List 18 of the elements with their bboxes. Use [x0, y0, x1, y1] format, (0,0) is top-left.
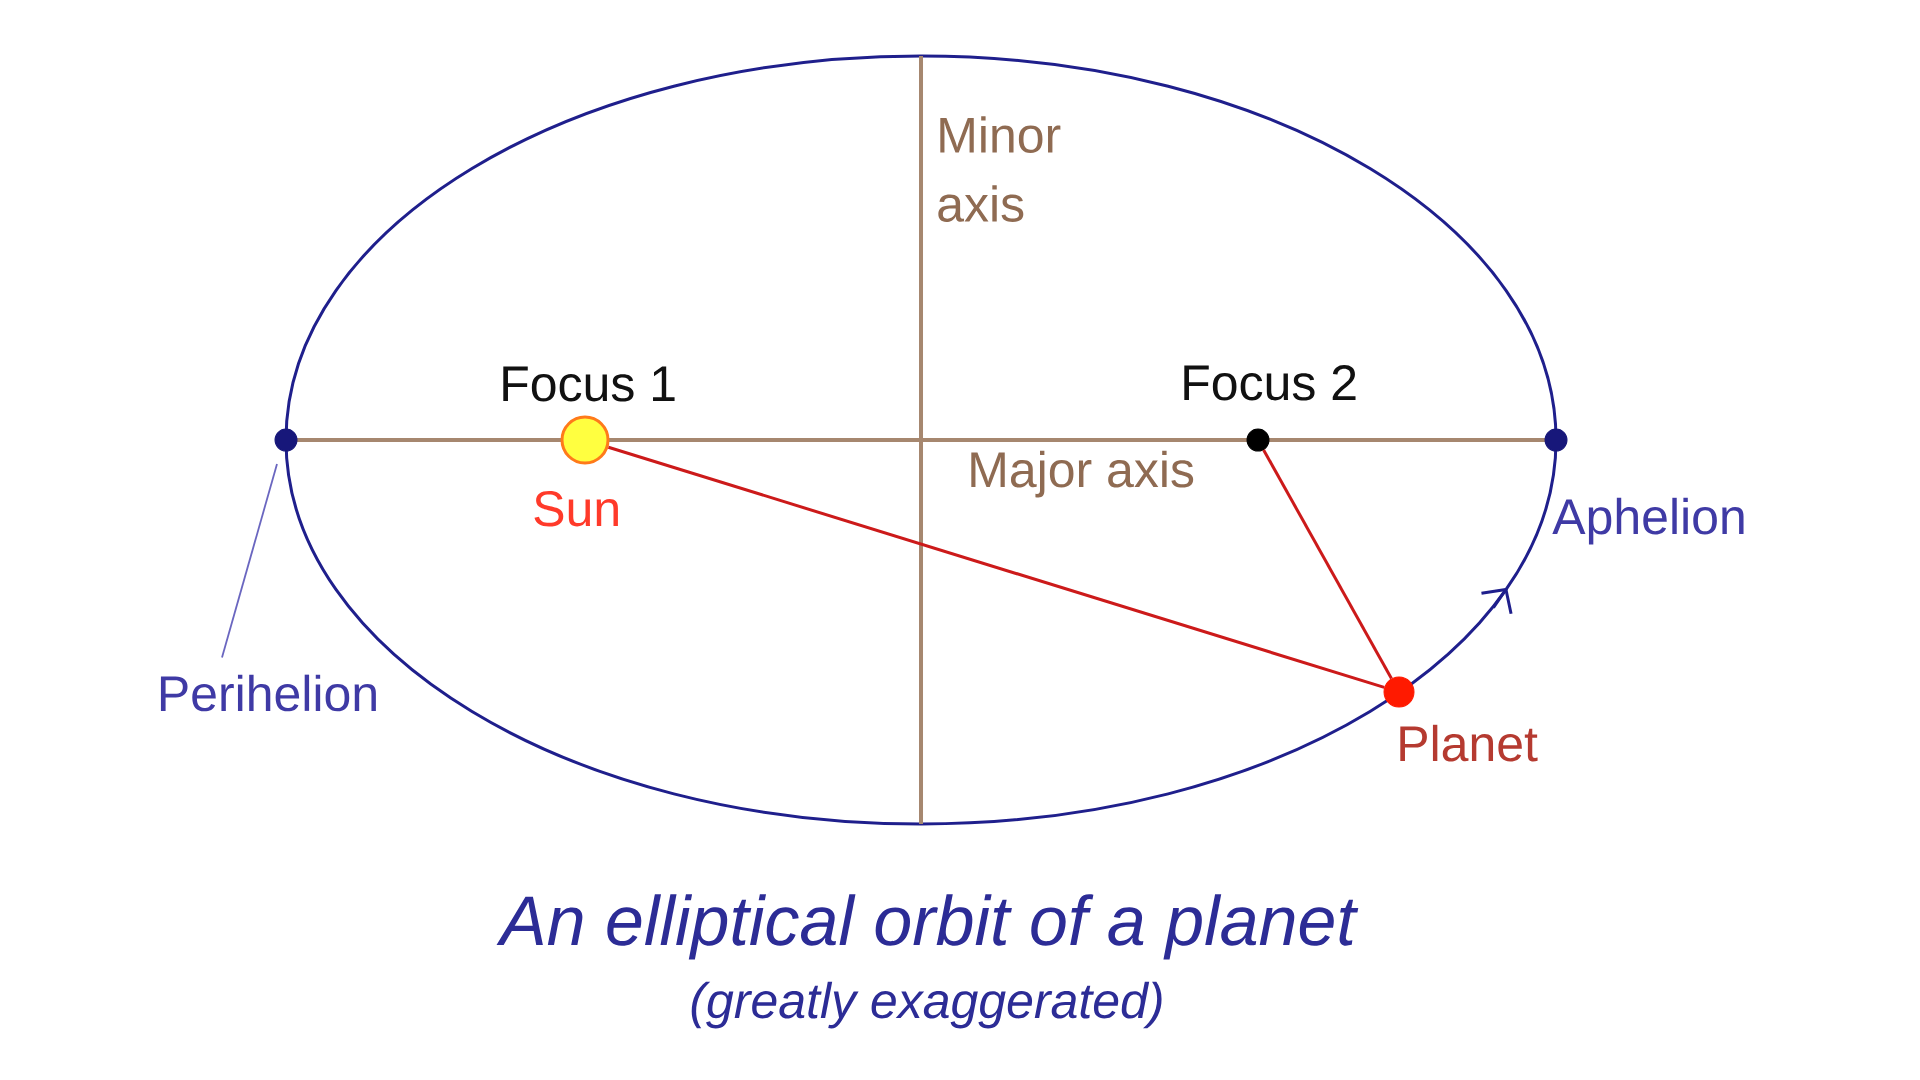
focus-label: Focus 2 [1184, 365, 1356, 401]
figure-caption: (greatly exaggerated) [691, 981, 1162, 1029]
planet-label: Planet [1400, 724, 1538, 762]
planet-dot [1383, 676, 1415, 708]
focus-dot [1246, 428, 1270, 452]
orbit-point-dot [274, 428, 298, 452]
focus-label: Focus 1 [503, 366, 675, 402]
axis-label: Minor axis [938, 116, 1061, 222]
sun-disc [560, 415, 610, 465]
figure-title: An elliptical orbit of a planet [496, 894, 1359, 960]
axis-label: Major axis [971, 450, 1194, 498]
sun-label: Sun [534, 491, 618, 527]
leader-line [221, 463, 278, 659]
distance-line [1262, 449, 1393, 680]
callout-label: Aphelion [1552, 497, 1744, 545]
callout-label: Perihelion [160, 674, 376, 712]
orbit-point-dot [1544, 428, 1568, 452]
distance-line [607, 445, 1385, 689]
